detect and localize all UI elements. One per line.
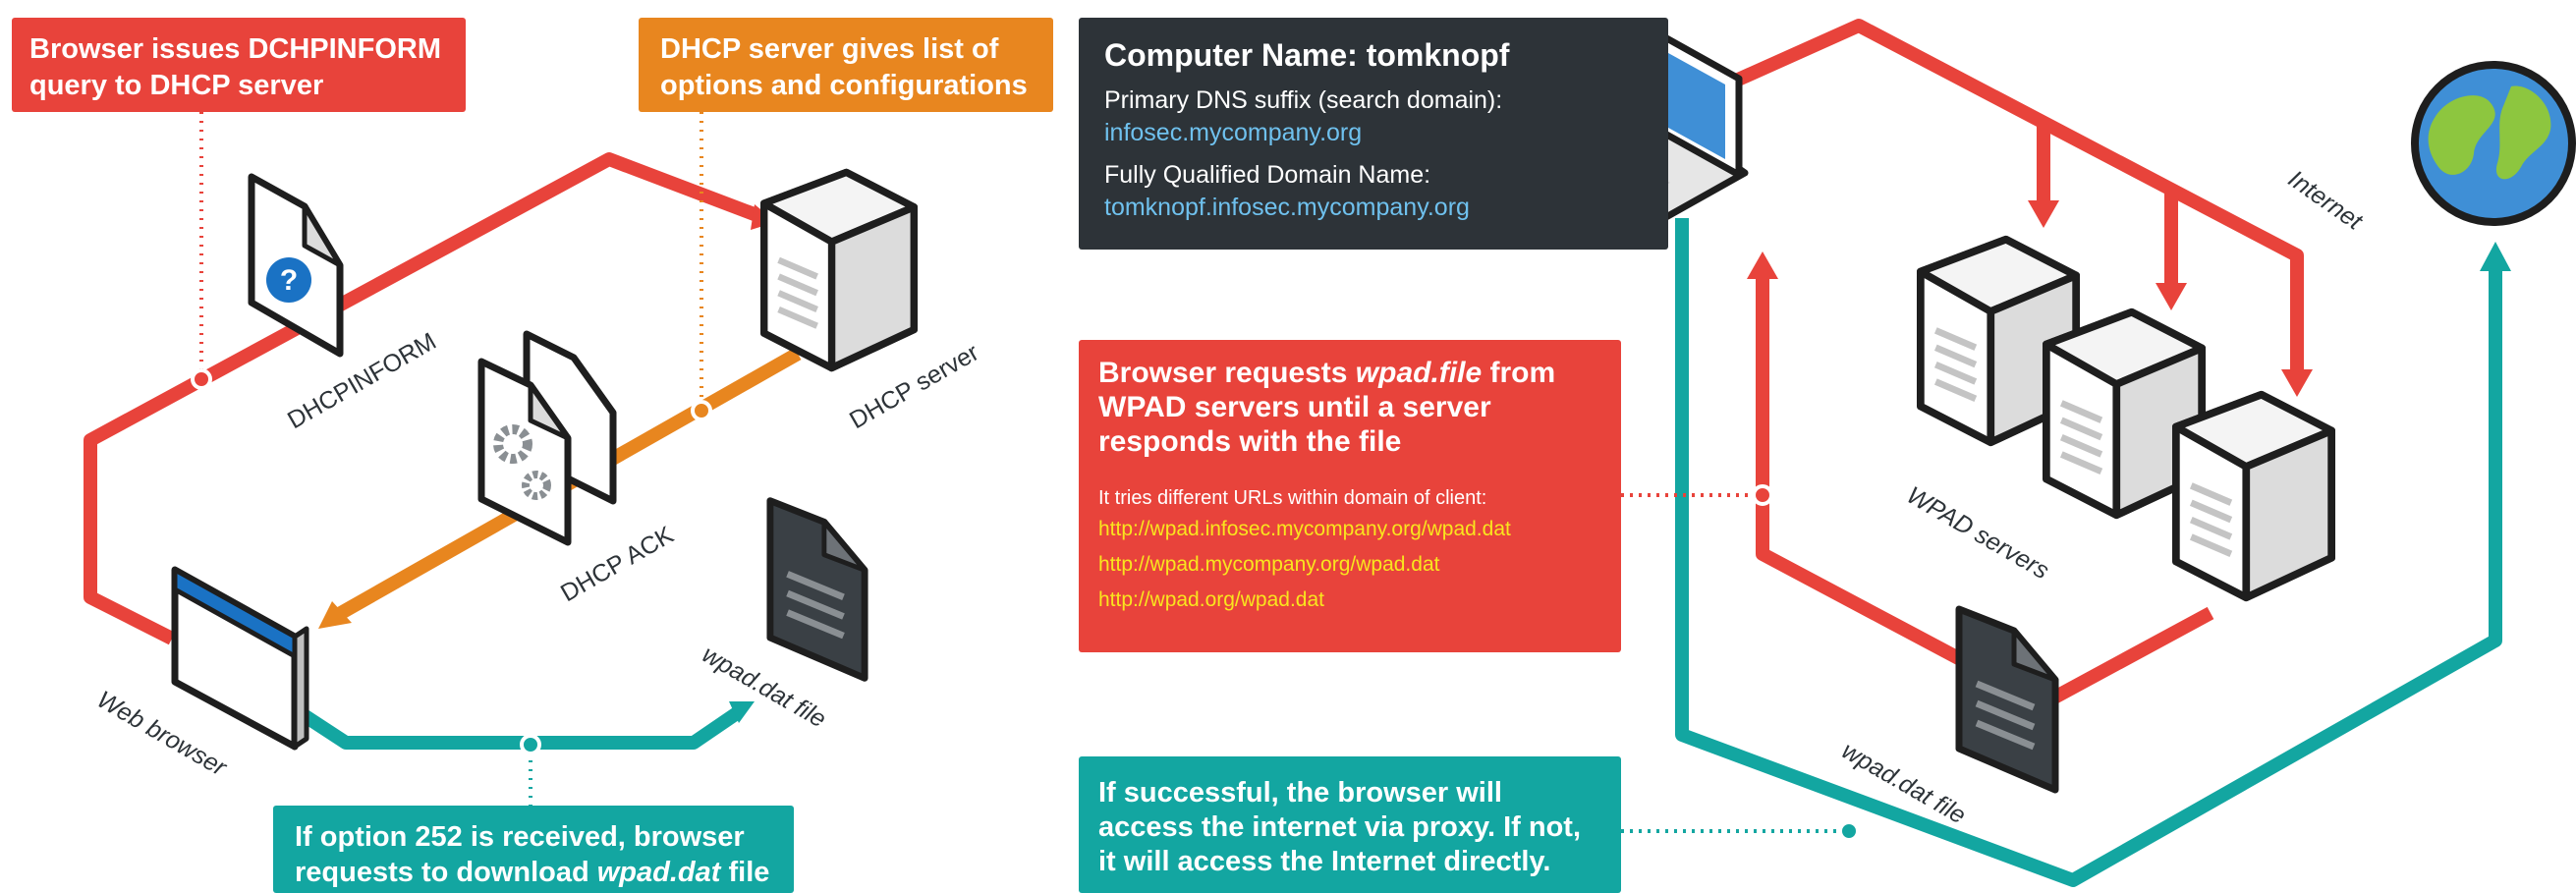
callout-text: from xyxy=(1482,357,1556,389)
dhcp-server-callout: DHCP server gives list of options and co… xyxy=(639,18,1053,112)
dhcpinform-callout: Browser issues DCHPINFORM query to DHCP … xyxy=(12,18,466,112)
internet-route xyxy=(1675,218,2502,887)
callout-text: requests to download xyxy=(295,857,597,888)
computer-name: Computer Name: tomknopf xyxy=(1104,37,1510,73)
callout-dot-wpad xyxy=(1752,484,1773,506)
response-route xyxy=(1756,277,2214,710)
callout-line: query to DHCP server xyxy=(29,70,324,101)
callout-line: If option 252 is received, browser xyxy=(295,821,745,853)
dns-suffix-value: infosec.mycompany.org xyxy=(1104,119,1363,146)
wpad-url: http://wpad.mycompany.org/wpad.dat xyxy=(1098,553,1440,576)
callout-text: file xyxy=(720,857,770,888)
settings-document-icon xyxy=(477,330,617,546)
callout-line: If successful, the browser will xyxy=(1098,777,1502,809)
arrow-to-browser xyxy=(318,601,352,629)
left-connectors xyxy=(84,112,802,806)
dhcp-server-icon xyxy=(764,172,915,367)
callout-line: access the internet via proxy. If not, xyxy=(1098,811,1582,843)
download-route xyxy=(291,703,741,750)
browser-window-icon xyxy=(171,566,309,751)
fqdn-value: tomknopf.infosec.mycompany.org xyxy=(1104,194,1470,221)
wpad-url: http://wpad.org/wpad.dat xyxy=(1098,588,1324,611)
wpad-request-callout: Browser requests wpad.file from WPAD ser… xyxy=(1079,340,1621,652)
callout-line: WPAD servers until a server xyxy=(1098,391,1491,423)
callout-dot-success xyxy=(1838,820,1860,842)
callout-line: DHCP server gives list of xyxy=(660,33,999,65)
arrow-to-wpad-file xyxy=(729,701,755,723)
wpad-server-icon xyxy=(2176,395,2331,598)
callout-emphasis: wpad.file xyxy=(1355,357,1483,389)
callout-line: options and configurations xyxy=(660,70,1028,101)
wpad-file-icon xyxy=(770,501,865,679)
callout-line: responds with the file xyxy=(1098,425,1402,458)
callout-line: requests to download wpad.dat file xyxy=(295,855,794,890)
callout-emphasis: wpad.dat xyxy=(596,857,721,888)
right-connectors xyxy=(1621,19,2511,887)
wpad-file-icon xyxy=(1959,609,2055,790)
callout-dot-dhcp-server xyxy=(691,400,712,421)
dhcpinform-route xyxy=(84,152,767,645)
success-callout: If successful, the browser will access t… xyxy=(1079,756,1621,893)
fqdn-label: Fully Qualified Domain Name: xyxy=(1104,161,1431,189)
svg-text:?: ? xyxy=(280,264,298,297)
dns-suffix-label: Primary DNS suffix (search domain): xyxy=(1104,86,1503,114)
request-route xyxy=(1724,19,2304,373)
computer-info-panel: Computer Name: tomknopf Primary DNS suff… xyxy=(1079,18,1668,250)
question-document-icon: ? xyxy=(248,173,344,358)
callout-dot-dhcpinform xyxy=(191,368,212,390)
callout-line: Browser issues DCHPINFORM xyxy=(29,33,441,65)
callout-line: it will access the Internet directly. xyxy=(1098,846,1551,877)
callout-text: Browser requests xyxy=(1098,357,1356,389)
callout-line: Browser requests wpad.file from xyxy=(1098,356,1621,390)
callout-dot-option252 xyxy=(520,734,541,755)
option252-callout: If option 252 is received, browser reque… xyxy=(273,806,794,893)
callout-subtitle: It tries different URLs within domain of… xyxy=(1098,487,1487,509)
globe-icon xyxy=(2411,61,2576,226)
wpad-url: http://wpad.infosec.mycompany.org/wpad.d… xyxy=(1098,518,1511,540)
